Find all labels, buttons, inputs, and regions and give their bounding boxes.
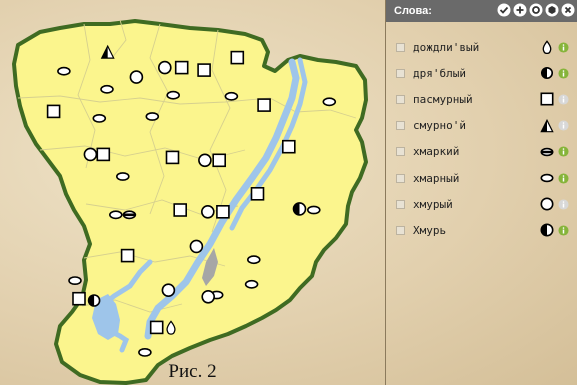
map-marker-square[interactable] (216, 205, 230, 219)
word-list: дождли'вый дря'блый пасмурный смурно'й хмарк… (386, 34, 577, 244)
map-marker-square[interactable] (173, 203, 187, 217)
figure-caption: Рис. 2 (168, 361, 217, 382)
map-marker-banded-ellipse[interactable] (122, 210, 137, 220)
word-label: пасмурный (413, 92, 473, 106)
cube-icon[interactable] (545, 3, 559, 17)
map-marker-square[interactable] (96, 147, 111, 162)
map-marker-square[interactable] (212, 153, 226, 168)
map-marker-square[interactable] (257, 98, 271, 112)
map-marker-half-circle-large[interactable] (292, 202, 307, 216)
map-marker-ellipse[interactable] (224, 91, 239, 101)
map-marker-ellipse[interactable] (68, 276, 82, 286)
word-row[interactable]: хмаркий (386, 139, 577, 165)
map-marker-ellipse[interactable] (166, 90, 180, 100)
info-icon[interactable] (558, 146, 569, 157)
circle-icon (540, 197, 554, 211)
word-checkbox[interactable] (396, 199, 405, 209)
map-marker-square[interactable] (46, 104, 61, 119)
square-icon (540, 92, 554, 106)
district-lines (17, 19, 357, 313)
region-shape (12, 19, 368, 385)
word-checkbox[interactable] (396, 147, 405, 157)
map-marker-ellipse[interactable] (322, 97, 337, 107)
word-row[interactable]: пасмурный (386, 86, 577, 112)
map-marker-ellipse[interactable] (306, 205, 321, 215)
word-checkbox[interactable] (396, 121, 405, 131)
map-marker-square[interactable] (230, 50, 245, 65)
map-marker-ellipse[interactable] (92, 114, 107, 123)
map-marker-circle[interactable] (129, 70, 144, 84)
info-icon[interactable] (558, 42, 569, 53)
word-label: дождли'вый (413, 40, 480, 54)
half-circle-icon (540, 67, 554, 80)
map-marker-ellipse[interactable] (109, 210, 123, 220)
add-icon[interactable] (513, 3, 527, 17)
panel-header: Слова: (386, 0, 577, 22)
info-icon[interactable] (558, 94, 569, 105)
word-label: смурно'й (413, 119, 466, 133)
word-row[interactable]: хмарный (386, 165, 577, 191)
map-marker-ellipse[interactable] (57, 66, 71, 76)
city-volgograd (202, 248, 218, 286)
map-marker-half-triangle[interactable] (100, 44, 115, 59)
word-row[interactable]: хмурый (386, 191, 577, 217)
word-checkbox[interactable] (396, 42, 405, 52)
map-marker-half-circle[interactable] (87, 294, 101, 307)
map-marker-square[interactable] (149, 320, 164, 335)
banded-ellipse-icon (540, 147, 554, 157)
word-checkbox[interactable] (396, 94, 405, 104)
word-row[interactable]: дря'блый (386, 60, 577, 86)
drop-icon (542, 40, 552, 55)
map-marker-ellipse[interactable] (138, 347, 152, 357)
map-marker-ellipse[interactable] (145, 112, 160, 121)
map-marker-square[interactable] (250, 187, 265, 201)
word-checkbox[interactable] (396, 225, 405, 235)
map-marker-square[interactable] (281, 139, 296, 154)
map-marker-circle[interactable] (83, 147, 98, 162)
map-marker-circle[interactable] (201, 205, 215, 219)
close-icon[interactable] (561, 3, 575, 17)
panel-title: Слова: (394, 5, 432, 17)
word-row[interactable]: смурно'й (386, 113, 577, 139)
region-map[interactable] (0, 0, 385, 385)
map-markers (46, 44, 337, 357)
info-icon[interactable] (558, 68, 569, 79)
reservoir (92, 294, 120, 340)
map-marker-ellipse[interactable] (247, 255, 261, 265)
map-marker-drop[interactable] (166, 320, 176, 335)
map-marker-circle[interactable] (161, 283, 176, 298)
map-marker-circle[interactable] (198, 153, 212, 168)
ellipse-icon (540, 173, 554, 183)
map-marker-square[interactable] (120, 248, 135, 263)
word-label: Хмурь (413, 223, 447, 237)
map-marker-circle[interactable] (189, 239, 204, 254)
map-marker-circle[interactable] (158, 60, 172, 75)
map-marker-square[interactable] (72, 291, 86, 306)
map-marker-square[interactable] (197, 63, 211, 77)
word-label: хмаркий (413, 145, 460, 159)
info-icon[interactable] (558, 199, 569, 210)
map-marker-square[interactable] (174, 60, 189, 75)
word-row[interactable]: Хмурь (386, 217, 577, 243)
half-circle-large-icon (540, 223, 554, 237)
map-marker-ellipse[interactable] (116, 172, 130, 181)
map-marker-ellipse[interactable] (244, 279, 259, 289)
info-icon[interactable] (558, 225, 569, 236)
map-marker-ellipse[interactable] (100, 84, 114, 94)
check-all-icon[interactable] (497, 3, 511, 17)
info-icon[interactable] (558, 172, 569, 184)
map-marker-square[interactable] (165, 150, 180, 165)
word-label: хмарный (413, 171, 460, 185)
map-marker-circle[interactable] (201, 289, 215, 304)
info-icon[interactable] (558, 120, 569, 131)
word-checkbox[interactable] (396, 173, 405, 183)
word-label: хмурый (413, 197, 453, 211)
half-triangle-icon (540, 118, 554, 132)
word-checkbox[interactable] (396, 68, 405, 78)
settings-icon[interactable] (529, 3, 543, 17)
words-panel: Слова: дождли'вый дря'блый пасмурный смурно… (385, 0, 577, 385)
word-label: дря'блый (413, 66, 466, 80)
word-row[interactable]: дождли'вый (386, 34, 577, 60)
